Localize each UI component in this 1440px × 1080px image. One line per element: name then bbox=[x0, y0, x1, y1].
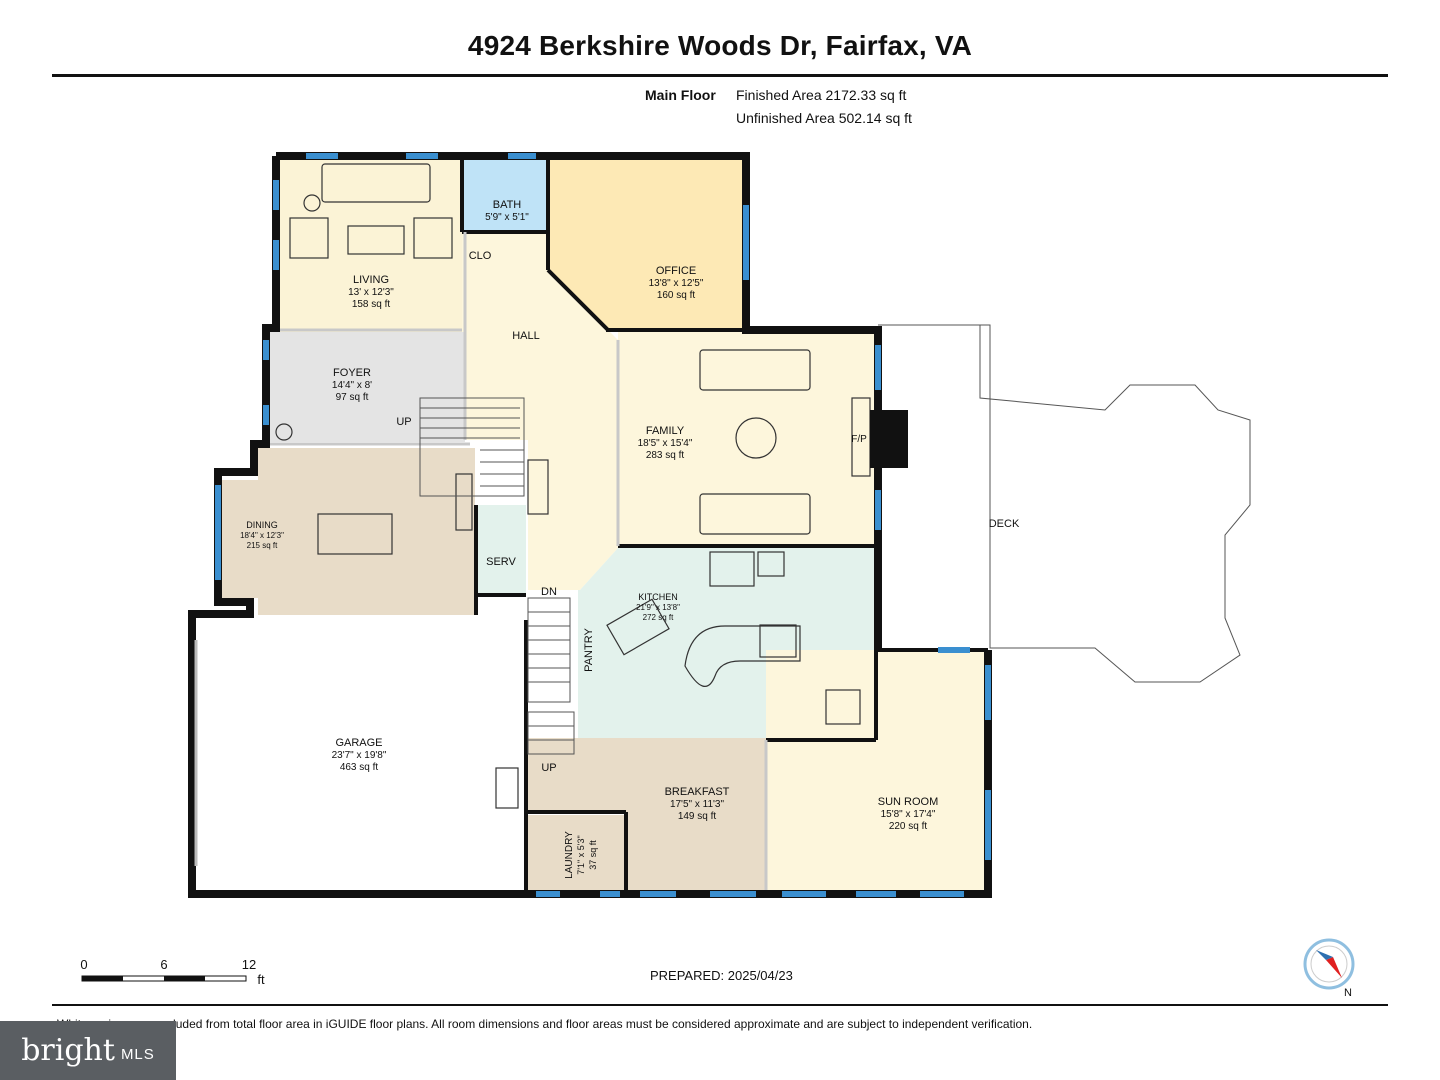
windows bbox=[215, 153, 991, 897]
kitchen-label: KITCHEN bbox=[638, 592, 678, 602]
bath-label: BATH bbox=[493, 199, 522, 211]
dining-dims: 18'4" x 12'3" bbox=[240, 531, 284, 540]
hall-area bbox=[462, 232, 618, 590]
furniture bbox=[275, 163, 871, 809]
compass-icon: N bbox=[1303, 938, 1355, 999]
living-dims: 13' x 12'3" bbox=[348, 287, 394, 298]
dining-room bbox=[222, 448, 475, 615]
dining-label: DINING bbox=[246, 520, 278, 530]
sunroom-label: SUN ROOM bbox=[878, 796, 939, 808]
foyer-area: 97 sq ft bbox=[336, 392, 369, 403]
light-walls bbox=[270, 232, 768, 890]
bath-room bbox=[462, 160, 548, 232]
breakfast-room bbox=[528, 738, 766, 890]
garage-room bbox=[196, 618, 522, 890]
office-label: OFFICE bbox=[656, 265, 696, 277]
foyer-dims: 14'4" x 8' bbox=[332, 380, 372, 391]
garage-area: 463 sq ft bbox=[340, 762, 379, 773]
foyer-room bbox=[270, 332, 465, 442]
kitchen-area: 272 sq ft bbox=[643, 613, 674, 622]
dining-area: 215 sq ft bbox=[247, 541, 278, 550]
disclaimer-text: White regions are excluded from total fl… bbox=[57, 1017, 1033, 1031]
room-labels: LIVING 13' x 12'3" 158 sq ft BATH 5'9" x… bbox=[240, 199, 1020, 879]
sunroom-area: 220 sq ft bbox=[889, 821, 928, 832]
unfinished-area: Unfinished Area 502.14 sq ft bbox=[736, 110, 912, 126]
floor-label: Main Floor bbox=[645, 87, 716, 103]
footer-divider bbox=[52, 1004, 1388, 1006]
laundry-dims: 7'1" x 5'3" bbox=[576, 835, 586, 874]
stairs-up2-label: UP bbox=[541, 762, 556, 774]
breakfast-area: 149 sq ft bbox=[678, 811, 717, 822]
family-area: 283 sq ft bbox=[646, 450, 685, 461]
foyer-label: FOYER bbox=[333, 367, 371, 379]
family-dims: 18'5" x 15'4" bbox=[638, 438, 693, 449]
breakfast-dims: 17'5" x 11'3" bbox=[670, 799, 725, 810]
garage-label: GARAGE bbox=[335, 737, 382, 749]
deck-label: DECK bbox=[989, 518, 1020, 530]
fireplace-label: F/P bbox=[851, 434, 867, 445]
scale-unit: ft bbox=[257, 972, 265, 987]
sunroom-dims: 15'8" x 17'4" bbox=[881, 809, 936, 820]
kitchen-dims: 21'9" x 13'8" bbox=[636, 603, 680, 612]
breakfast-label: BREAKFAST bbox=[665, 786, 730, 798]
office-room bbox=[548, 160, 742, 330]
watermark-suffix: MLS bbox=[120, 1046, 155, 1063]
garage-dims: 23'7" x 19'8" bbox=[332, 750, 387, 761]
stairs bbox=[419, 397, 575, 755]
bright-mls-watermark: bright MLS bbox=[0, 1021, 176, 1080]
interior-walls bbox=[460, 160, 988, 890]
serv-label: SERV bbox=[486, 556, 516, 568]
laundry-room bbox=[528, 815, 626, 890]
deck-outline bbox=[878, 324, 1251, 683]
stairs-up-label: UP bbox=[396, 416, 411, 428]
clo-label: CLO bbox=[469, 250, 492, 262]
page-title: 4924 Berkshire Woods Dr, Fairfax, VA bbox=[467, 30, 973, 61]
laundry-label: LAUNDRY bbox=[564, 831, 575, 879]
scale-label-6: 6 bbox=[160, 957, 167, 972]
living-label: LIVING bbox=[353, 274, 389, 286]
office-area: 160 sq ft bbox=[657, 290, 696, 301]
pantry-label: PANTRY bbox=[583, 628, 595, 672]
family-label: FAMILY bbox=[646, 425, 685, 437]
fireplace-icon bbox=[870, 410, 908, 468]
floor-plan: LIVING 13' x 12'3" 158 sq ft BATH 5'9" x… bbox=[80, 152, 1355, 999]
living-area: 158 sq ft bbox=[352, 299, 391, 310]
clo-room bbox=[462, 235, 498, 270]
finished-area: Finished Area 2172.33 sq ft bbox=[736, 87, 907, 103]
family-room bbox=[618, 332, 876, 546]
serv-room bbox=[478, 505, 526, 593]
hall-label: HALL bbox=[512, 330, 540, 342]
scale-bar: 0 6 12 ft bbox=[80, 957, 265, 987]
watermark-brand: bright bbox=[21, 1033, 115, 1068]
scale-label-12: 12 bbox=[242, 957, 256, 972]
stairs-down-label: DN bbox=[541, 586, 557, 598]
office-dims: 13'8" x 12'5" bbox=[649, 278, 704, 289]
scale-label-0: 0 bbox=[80, 957, 87, 972]
laundry-area: 37 sq ft bbox=[588, 840, 598, 870]
bath-dims: 5'9" x 5'1" bbox=[485, 212, 529, 223]
prepared-date: PREPARED: 2025/04/23 bbox=[650, 968, 793, 983]
compass-north: N bbox=[1344, 987, 1352, 999]
living-room bbox=[280, 160, 462, 332]
title-divider bbox=[52, 74, 1388, 77]
